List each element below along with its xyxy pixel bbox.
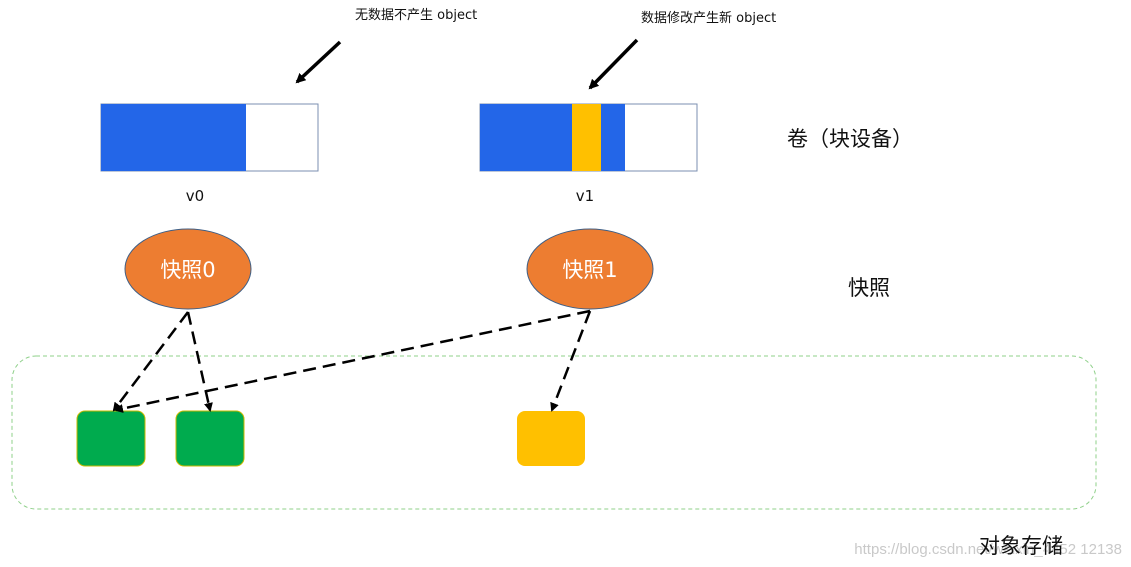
volume-v1 [479,103,698,172]
layer-label-volume: 卷（块设备） [787,127,913,151]
volume-v0-label: v0 [186,187,204,205]
layer-label-snapshot: 快照 [848,276,890,300]
volume-v0 [100,103,319,172]
annotation-no-data: 无数据不产生 object [355,8,477,23]
object-green-1 [76,410,146,467]
object-store-container [11,355,1097,510]
watermark: https://blog.csdn.net/weixin_4452 12138 [854,541,1122,558]
volume-v1-data-block [480,104,625,171]
volume-v1-label: v1 [576,187,594,205]
ref-arrow-snap0-obj1 [112,311,189,412]
snapshot-1-label: 快照1 [562,258,617,282]
ref-arrow-snap1-yellow [550,310,592,412]
ref-arrow-snap1-obj1 [114,309,591,413]
snapshot-0-node [124,228,252,310]
ref-arrow-snap0-obj2 [186,311,213,412]
snapshot-0-label: 快照0 [160,258,215,282]
volume-v1-modified-block [572,104,601,171]
layer-label-object-store: 对象存储 [979,534,1063,558]
annotation-modified: 数据修改产生新 object [641,10,776,26]
object-green-2 [175,410,245,467]
snapshot-1-node [526,228,654,310]
annotation-arrow-v0 [295,40,342,84]
object-yellow [517,411,585,466]
annotation-arrow-v1 [588,38,639,90]
volume-v0-data-block [101,104,246,171]
